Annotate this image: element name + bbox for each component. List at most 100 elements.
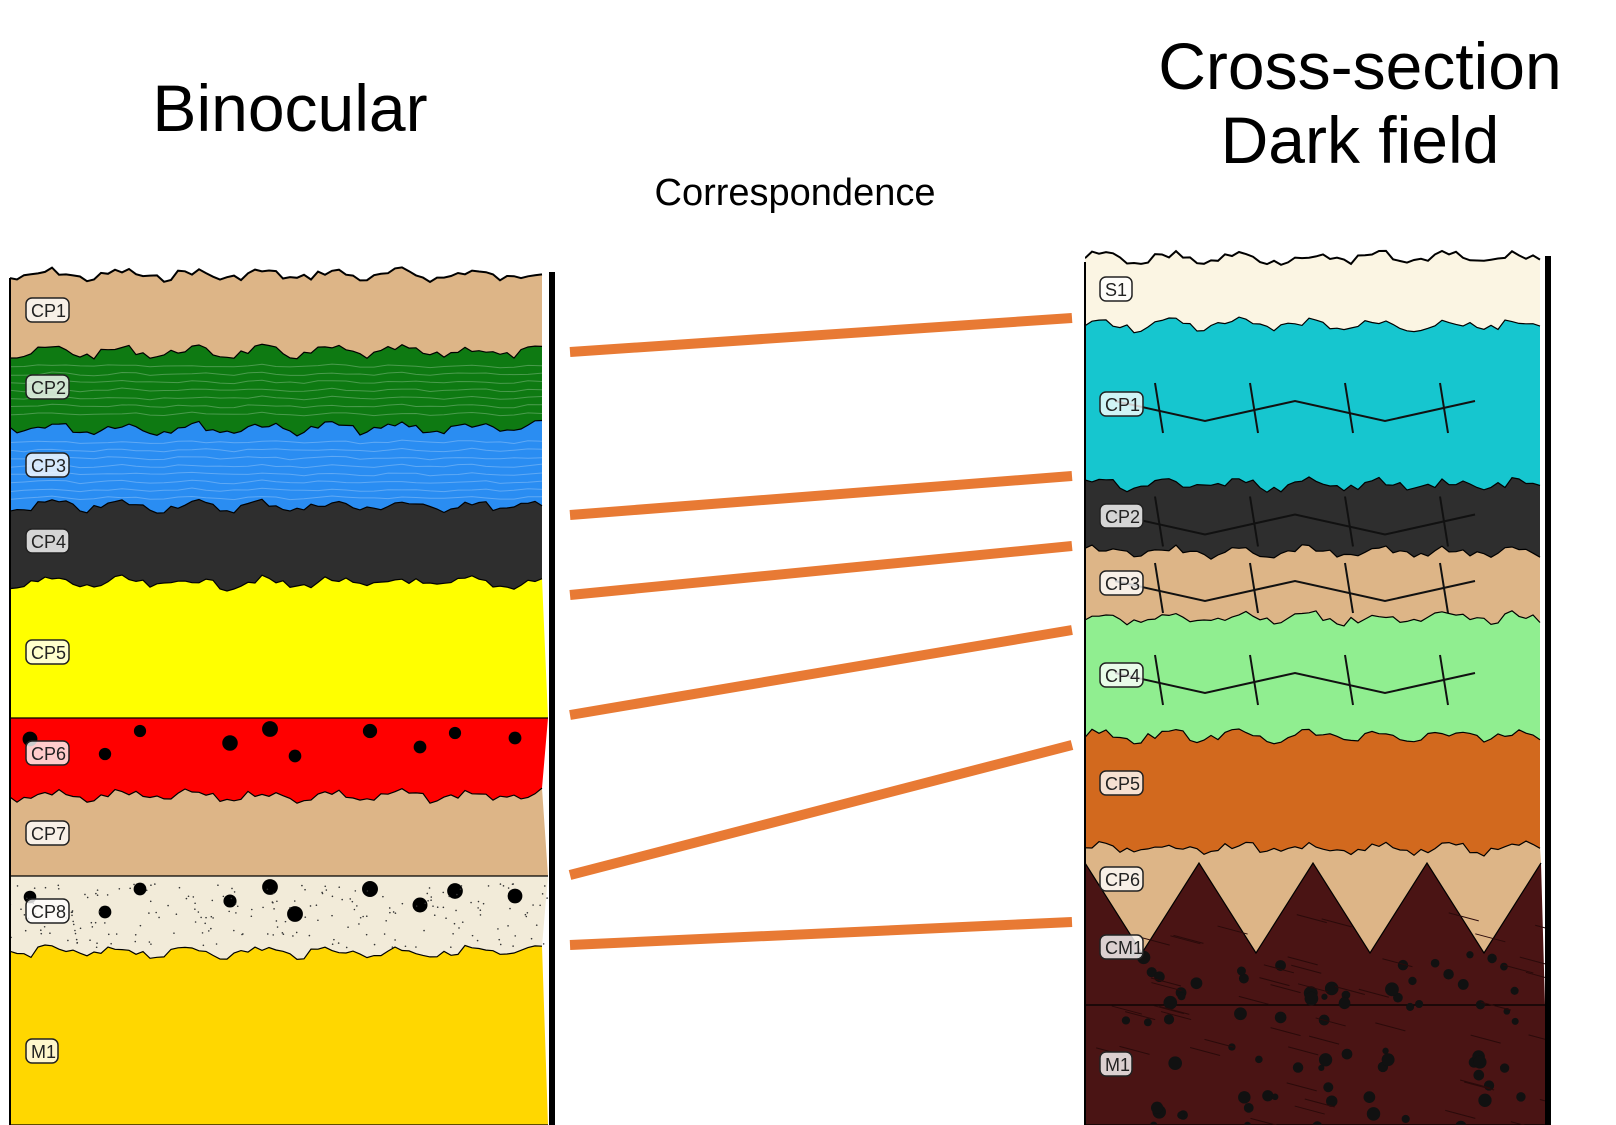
speckle xyxy=(499,943,502,946)
inclusion-dot xyxy=(1168,1056,1182,1071)
cross-section-column xyxy=(1085,249,1550,1125)
texture-line xyxy=(1286,1082,1317,1092)
crack-line xyxy=(1249,382,1259,434)
speckle xyxy=(90,921,93,924)
cross-section-title-line1: Cross-section xyxy=(1158,29,1562,103)
speckle xyxy=(67,939,69,942)
speckle xyxy=(167,904,169,907)
speckle xyxy=(134,934,137,936)
speckle xyxy=(118,888,121,890)
speckle xyxy=(331,914,333,917)
inclusion-dot xyxy=(1408,976,1417,986)
inclusion-dot xyxy=(1406,1002,1415,1011)
speckle xyxy=(16,885,19,887)
texture-line xyxy=(1510,1121,1526,1125)
texture-line xyxy=(1539,1098,1550,1103)
crack-line xyxy=(1154,496,1164,547)
speckle xyxy=(149,900,152,903)
speckle xyxy=(205,916,207,919)
texture-line xyxy=(1503,964,1534,974)
inclusion-dot xyxy=(1312,1121,1323,1125)
inclusion-dot xyxy=(1393,992,1403,1003)
speckle xyxy=(507,925,509,927)
inclusion-dot xyxy=(1366,1107,1381,1121)
binocular-label-cp5: CP5 xyxy=(31,643,66,663)
correspondence-line-cp5-cp4 xyxy=(569,625,1073,720)
inclusion-dot xyxy=(1190,977,1203,990)
texture-line xyxy=(1463,1081,1495,1091)
texture-line xyxy=(1459,1079,1491,1089)
cross-section-label-cp5: CP5 xyxy=(1105,774,1140,794)
speckle xyxy=(321,891,323,894)
speckle xyxy=(148,912,150,914)
speckle xyxy=(507,887,510,889)
speckle xyxy=(304,916,307,918)
speckle xyxy=(276,900,278,903)
cross-section-label-box-cp2 xyxy=(1099,503,1144,529)
inclusion-dot xyxy=(1457,979,1469,990)
speckle xyxy=(394,912,397,914)
binocular-label-cp2: CP2 xyxy=(31,378,66,398)
speckle xyxy=(433,914,436,917)
speckle xyxy=(308,934,311,937)
speckle xyxy=(79,927,82,930)
speckle xyxy=(266,933,269,935)
speckle xyxy=(76,941,79,944)
cross-section-layer-boundary xyxy=(1085,728,1541,745)
cross-section-label-s1: S1 xyxy=(1105,280,1127,300)
speckle xyxy=(192,896,195,898)
binocular-layer-cp6 xyxy=(10,718,548,804)
cross-section-layer-boundary xyxy=(1085,316,1541,334)
inclusion-dot xyxy=(1150,1121,1158,1125)
binocular-label-cp7: CP7 xyxy=(31,824,66,844)
speckle xyxy=(544,885,546,887)
speckle xyxy=(456,893,458,896)
speckle xyxy=(150,943,152,945)
cross-section-layer-boundary xyxy=(1085,544,1541,560)
inclusion-dot xyxy=(1401,1114,1410,1124)
cross-section-layer-boundary xyxy=(1085,610,1541,627)
speckle xyxy=(145,889,148,892)
cross-section-label-cp3: CP3 xyxy=(1105,574,1140,594)
speckle xyxy=(44,886,47,889)
speckle xyxy=(234,903,237,905)
speckle xyxy=(43,925,46,928)
texture-line xyxy=(1535,924,1550,930)
speckle xyxy=(317,919,319,922)
crack-line xyxy=(1344,496,1354,547)
speckle xyxy=(289,907,291,909)
binocular-layer-cp3 xyxy=(10,420,542,514)
cross-section-label-cp1: CP1 xyxy=(1105,395,1140,415)
texture-line xyxy=(1528,1034,1550,1042)
speckle xyxy=(134,940,137,943)
crack-line xyxy=(1154,562,1164,614)
inclusion-dot xyxy=(1237,966,1246,976)
texture-line xyxy=(1358,988,1389,998)
texture-line xyxy=(1375,1022,1406,1032)
speckle xyxy=(331,895,334,898)
speckle xyxy=(502,885,505,887)
speckle xyxy=(207,930,210,932)
speckle xyxy=(272,934,275,936)
speckle xyxy=(210,915,213,918)
inclusion-dot xyxy=(508,731,522,745)
speckle xyxy=(430,899,432,902)
speckle xyxy=(479,914,482,916)
texture-line xyxy=(1445,1109,1476,1119)
speckle xyxy=(542,943,545,945)
speckle xyxy=(450,946,452,948)
speckle xyxy=(250,915,253,918)
inclusion-dot xyxy=(1511,1017,1519,1025)
speckle xyxy=(349,898,352,900)
inclusion-dot xyxy=(413,740,427,754)
texture-line xyxy=(1125,1011,1156,1021)
speckle xyxy=(71,911,73,913)
speckle xyxy=(391,946,394,948)
speckle xyxy=(470,901,472,904)
inclusion-dot xyxy=(362,723,378,739)
binocular-layer-boundary xyxy=(10,343,543,360)
speckle xyxy=(452,932,454,935)
speckle xyxy=(139,924,142,927)
